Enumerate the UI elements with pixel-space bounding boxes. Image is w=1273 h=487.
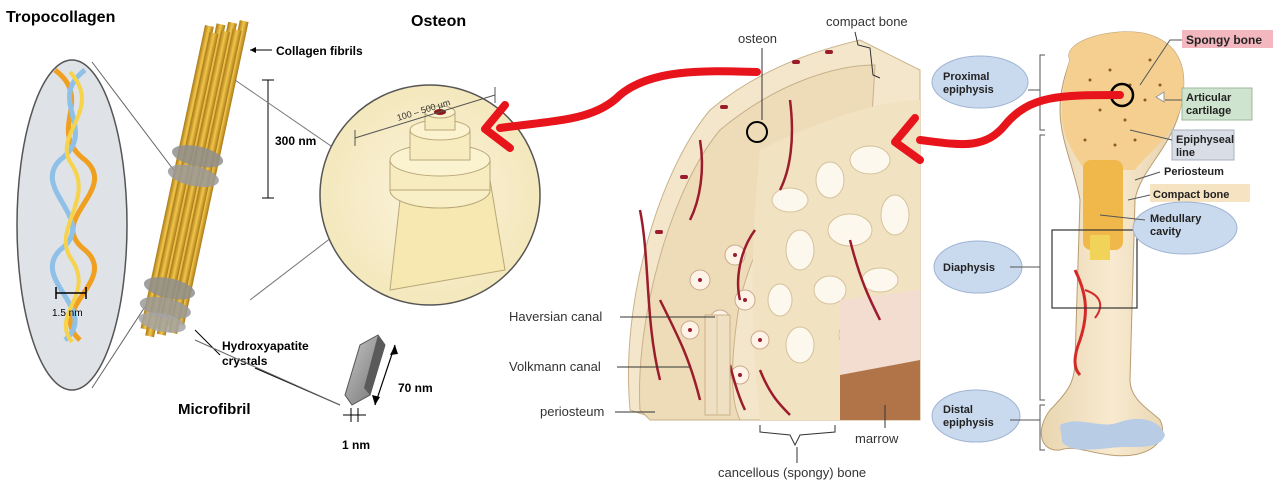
compact-bone-right-label: Compact bone (1153, 189, 1229, 201)
crystal-1nm-label: 1 nm (342, 438, 370, 452)
left-panel: Tropocollagen Osteon 1.5 nm (6, 9, 540, 452)
microfibril-title: Microfibril (178, 401, 251, 418)
mid-compact-bone-label: compact bone (826, 14, 908, 29)
tropocollagen-title: Tropocollagen (6, 9, 115, 26)
helix-width-label: 1.5 nm (52, 308, 83, 319)
crystals-label: crystals (222, 354, 268, 368)
periosteum-right-label: Periosteum (1164, 166, 1224, 178)
crystal-70nm-label: 70 nm (398, 381, 433, 395)
medullary-label-1: Medullary (1150, 213, 1202, 225)
volkmann-canal-label: Volkmann canal (509, 359, 601, 374)
diaphysis-label: Diaphysis (943, 262, 995, 274)
mid-osteon-label: osteon (738, 31, 777, 46)
epiphyseal-label-2: line (1176, 147, 1195, 159)
cancellous-bone-label: cancellous (spongy) bone (718, 465, 866, 480)
articular-label-2: cartilage (1186, 105, 1231, 117)
length-300nm-label: 300 nm (275, 134, 316, 148)
marrow-label: marrow (855, 431, 899, 446)
medullary-label-2: cavity (1150, 226, 1182, 238)
distal-label-1: Distal (943, 404, 973, 416)
medullary-callout (1133, 202, 1237, 254)
distal-callout (932, 390, 1020, 442)
osteon-zoom-circle: 100 – 500 µm (320, 85, 540, 305)
hydroxyapatite-label: Hydroxyapatite (222, 339, 309, 353)
tropocollagen-helix (17, 60, 127, 390)
proximal-label-1: Proximal (943, 71, 989, 83)
osteon-title: Osteon (411, 13, 466, 30)
haversian-canal-label: Haversian canal (509, 309, 602, 324)
epiphyseal-label-1: Epiphyseal (1176, 134, 1234, 146)
articular-label-1: Articular (1186, 92, 1232, 104)
distal-label-2: epiphysis (943, 417, 994, 429)
proximal-label-2: epiphysis (943, 84, 994, 96)
spongy-bone-label: Spongy bone (1186, 33, 1262, 47)
bone-section (628, 40, 920, 420)
collagen-fibrils-label: Collagen fibrils (276, 44, 363, 58)
middle-panel: osteon compact bone Haversian canal Volk… (509, 14, 920, 480)
collagen-fibril-bundle (133, 12, 252, 344)
periosteum-label: periosteum (540, 404, 604, 419)
